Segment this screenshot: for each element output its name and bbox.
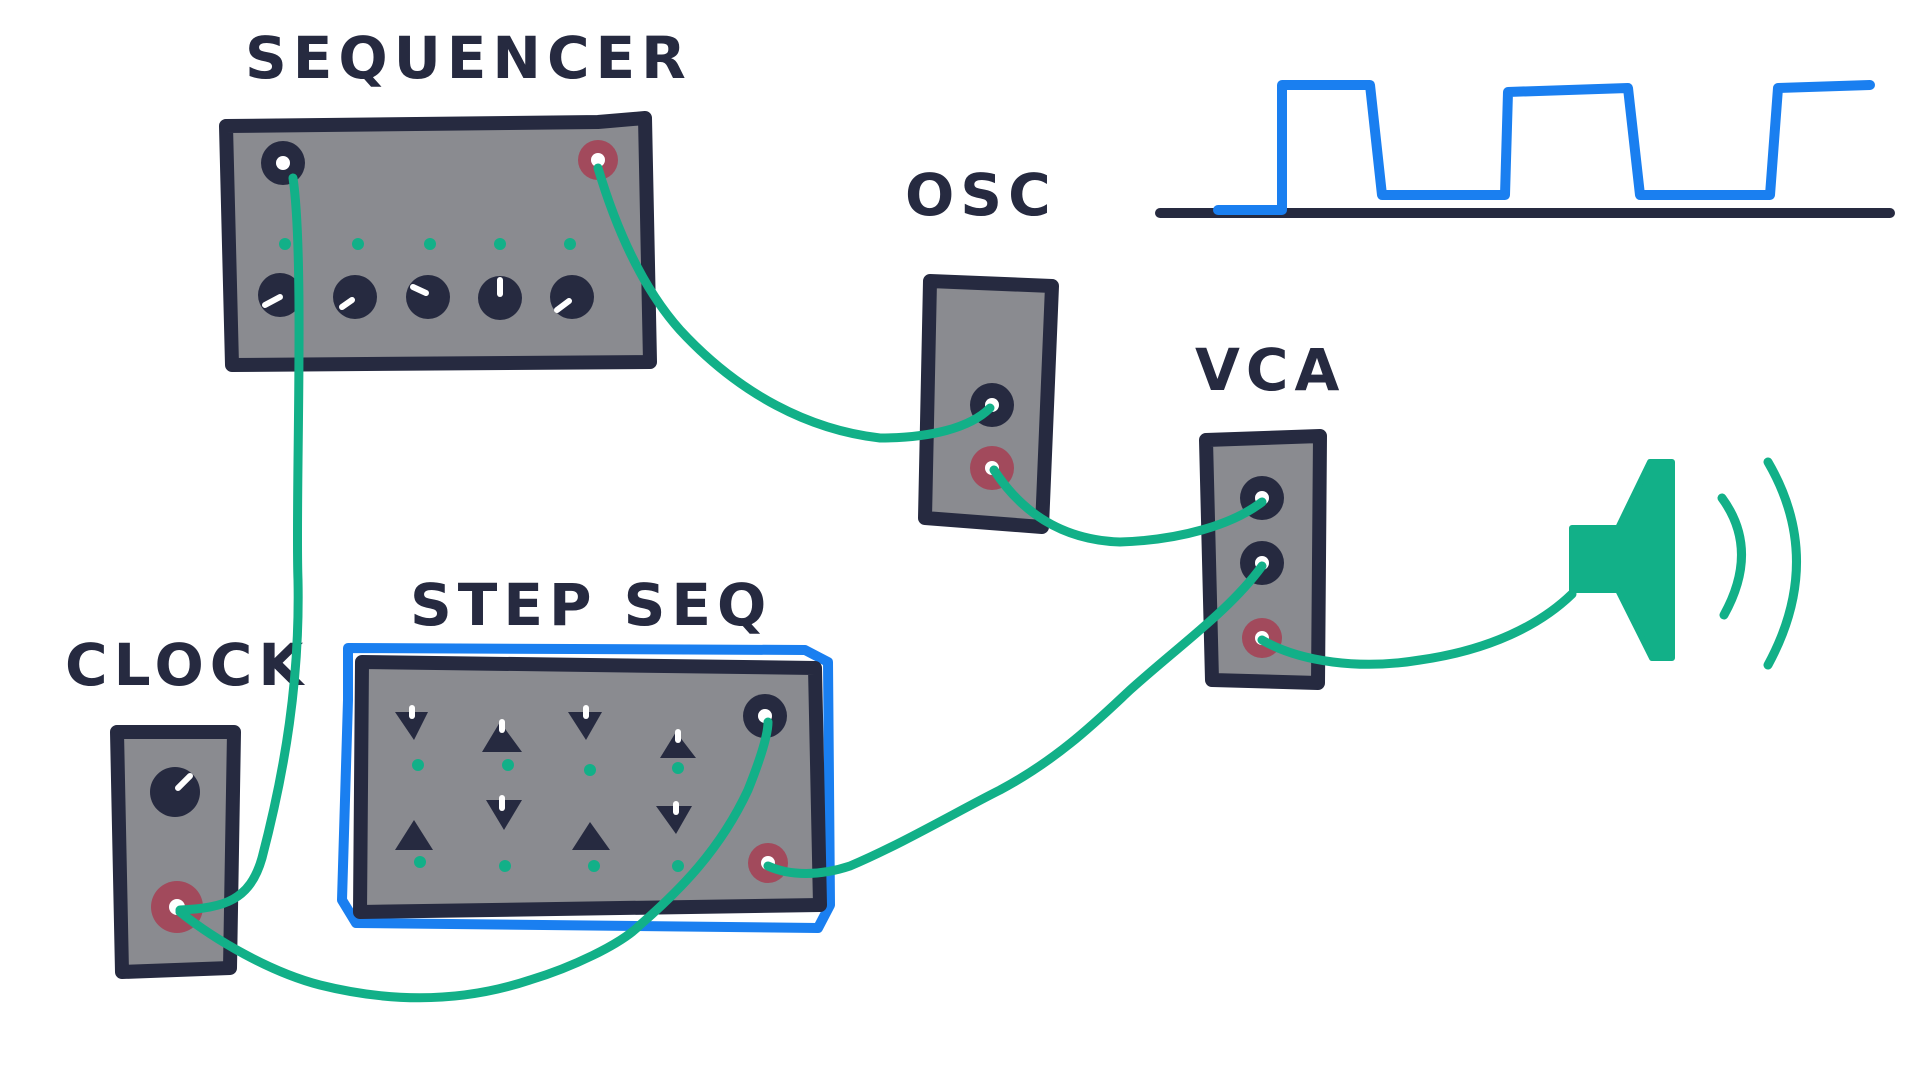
led (494, 238, 506, 250)
step-seq-label: STEP SEQ (410, 571, 772, 639)
seq-knob-4[interactable] (478, 276, 522, 320)
cable-clock-to-sequencer (175, 173, 304, 915)
cable-stepseq-to-vca-cv (763, 561, 1267, 878)
cable-vca-to-speaker (1257, 589, 1577, 669)
sequencer-knobs[interactable] (258, 273, 594, 320)
square-wave-icon (1155, 80, 1895, 218)
sequencer-module[interactable] (219, 111, 657, 372)
led (588, 860, 600, 872)
step-knob-7[interactable] (572, 822, 610, 850)
speaker-icon (1569, 457, 1801, 670)
led (499, 860, 511, 872)
knob-pointer (339, 297, 355, 310)
step-knob-1[interactable] (395, 712, 428, 740)
jack-hole (276, 156, 290, 170)
led (502, 759, 514, 771)
step-seq-selection-outline (337, 643, 835, 933)
sequencer-leds (279, 238, 576, 250)
sequencer-label: SEQUENCER (245, 24, 692, 92)
led (584, 764, 596, 776)
sound-wave-small (1717, 493, 1746, 620)
knob-pointer (410, 284, 429, 296)
cable-clock-to-stepseq (175, 717, 773, 1003)
vca-label: VCA (1195, 336, 1345, 404)
led (412, 759, 424, 771)
cable-osc-to-vca (989, 465, 1267, 547)
sequencer-panel (219, 111, 657, 372)
vca-module[interactable] (1199, 429, 1327, 690)
step-knob-5[interactable] (395, 820, 433, 850)
led (672, 860, 684, 872)
square-wave (1213, 80, 1875, 215)
sound-wave-large (1763, 457, 1801, 670)
step-knob-6[interactable] (486, 800, 522, 830)
clock-label: CLOCK (65, 631, 309, 699)
led (352, 238, 364, 250)
led (672, 762, 684, 774)
step-seq-leds (412, 759, 684, 872)
step-seq-panel (353, 655, 827, 919)
step-knob-3[interactable] (568, 712, 602, 740)
patch-cables (175, 163, 1577, 1003)
step-knob-8[interactable] (656, 806, 692, 834)
led (564, 238, 576, 250)
cable-sequencer-to-osc (593, 163, 995, 443)
osc-label: OSC (905, 161, 1057, 229)
jack-hole (591, 153, 605, 167)
seq-knob-2[interactable] (333, 275, 377, 319)
knob-pointer (262, 294, 283, 308)
led (279, 238, 291, 250)
knob-pointer (175, 773, 193, 791)
led (424, 238, 436, 250)
step-knob-2[interactable] (482, 722, 522, 752)
led (414, 856, 426, 868)
step-knob-4[interactable] (660, 732, 696, 758)
seq-knob-3[interactable] (406, 275, 450, 319)
step-seq-module[interactable] (337, 643, 835, 933)
step-seq-knobs[interactable] (395, 705, 696, 850)
speaker-body (1569, 459, 1675, 661)
knob-pointer (554, 298, 572, 313)
